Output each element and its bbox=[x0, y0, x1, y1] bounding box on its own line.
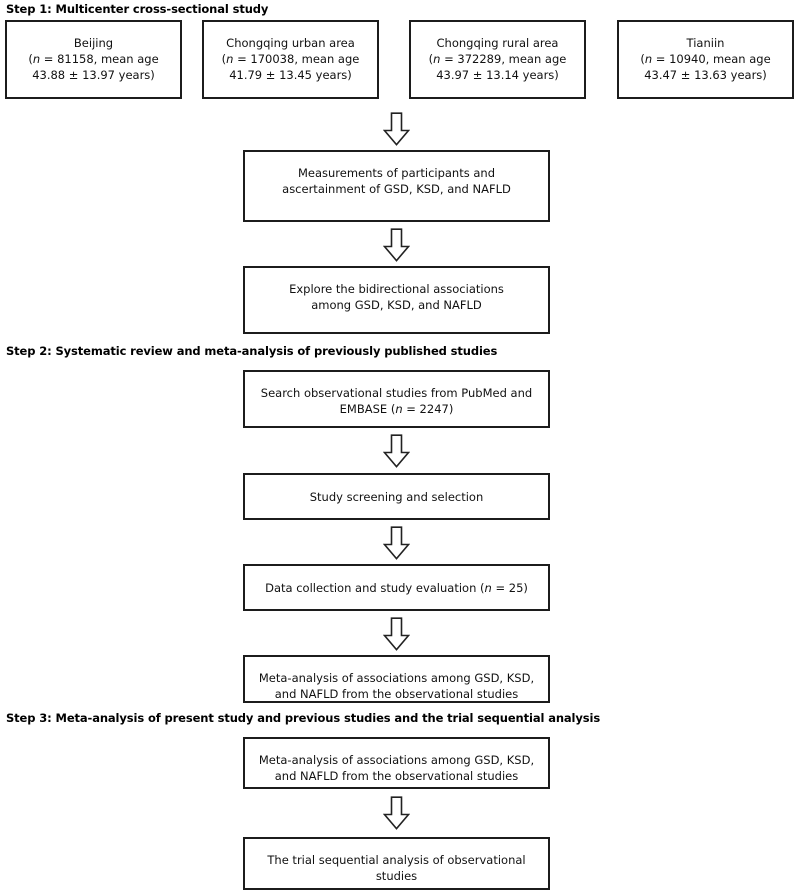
node-data-collection: Data collection and study evaluation (n … bbox=[243, 564, 550, 611]
cohort-box-chongqing-rural-text: Chongqing rural area(n = 372289, mean ag… bbox=[428, 36, 567, 82]
node-trial-sequential-analysis: The trial sequential analysis of observa… bbox=[243, 837, 550, 890]
node-measurements-text: Measurements of participants and ascerta… bbox=[282, 166, 511, 196]
node-trial-sequential-analysis-text: The trial sequential analysis of observa… bbox=[267, 853, 526, 883]
node-meta-analysis-step3-text: Meta-analysis of associations among GSD,… bbox=[258, 753, 535, 783]
node-search-studies-text: Search observational studies from PubMed… bbox=[260, 386, 533, 416]
node-meta-analysis-step3: Meta-analysis of associations among GSD,… bbox=[243, 737, 550, 789]
node-meta-analysis-step2: Meta-analysis of associations among GSD,… bbox=[243, 655, 550, 703]
node-meta-analysis-step2-text: Meta-analysis of associations among GSD,… bbox=[258, 671, 535, 701]
cohort-box-chongqing-urban: Chongqing urban area(n = 170038, mean ag… bbox=[202, 20, 379, 99]
down-arrow-4 bbox=[383, 526, 410, 560]
step2-heading: Step 2: Systematic review and meta-analy… bbox=[6, 344, 498, 358]
down-arrow-6 bbox=[383, 796, 410, 830]
down-arrow-3 bbox=[383, 434, 410, 468]
node-explore-associations: Explore the bidirectional associations a… bbox=[243, 266, 550, 334]
node-study-screening-text: Study screening and selection bbox=[309, 489, 484, 504]
node-study-screening: Study screening and selection bbox=[243, 473, 550, 520]
step3-heading: Step 3: Meta-analysis of present study a… bbox=[6, 711, 601, 725]
cohort-box-chongqing-urban-text: Chongqing urban area(n = 170038, mean ag… bbox=[221, 36, 360, 82]
node-measurements: Measurements of participants and ascerta… bbox=[243, 150, 550, 222]
down-arrow-2 bbox=[383, 228, 410, 262]
cohort-box-chongqing-rural: Chongqing rural area(n = 372289, mean ag… bbox=[409, 20, 586, 99]
node-data-collection-text: Data collection and study evaluation (n … bbox=[265, 580, 528, 595]
node-search-studies: Search observational studies from PubMed… bbox=[243, 370, 550, 428]
down-arrow-1 bbox=[383, 112, 410, 146]
down-arrow-5 bbox=[383, 617, 410, 651]
node-explore-associations-text: Explore the bidirectional associations a… bbox=[289, 282, 504, 312]
step1-heading: Step 1: Multicenter cross-sectional stud… bbox=[6, 2, 269, 16]
